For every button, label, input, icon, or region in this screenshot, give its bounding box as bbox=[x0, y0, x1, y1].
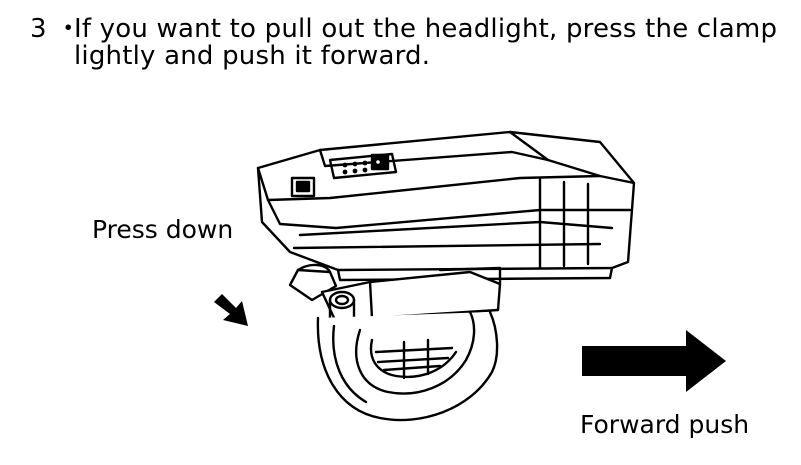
step-number: 3 ・ bbox=[30, 14, 82, 44]
forward-push-arrow-icon bbox=[582, 330, 726, 392]
headlight-body bbox=[256, 130, 636, 282]
indicator-dots bbox=[342, 160, 368, 175]
instruction-text: 3 ・If you want to pull out the headlight… bbox=[30, 16, 790, 70]
instruction-line-1: 3 ・If you want to pull out the headlight… bbox=[30, 16, 790, 43]
handlebar-clamp bbox=[316, 310, 499, 422]
instruction-text-line-2: lightly and push it forward. bbox=[74, 41, 431, 71]
press-down-arrow-icon bbox=[214, 294, 248, 326]
press-down-label: Press down bbox=[92, 215, 234, 244]
instruction-text-line-1: If you want to pull out the headlight, p… bbox=[74, 14, 778, 44]
forward-push-label: Forward push bbox=[580, 410, 750, 439]
